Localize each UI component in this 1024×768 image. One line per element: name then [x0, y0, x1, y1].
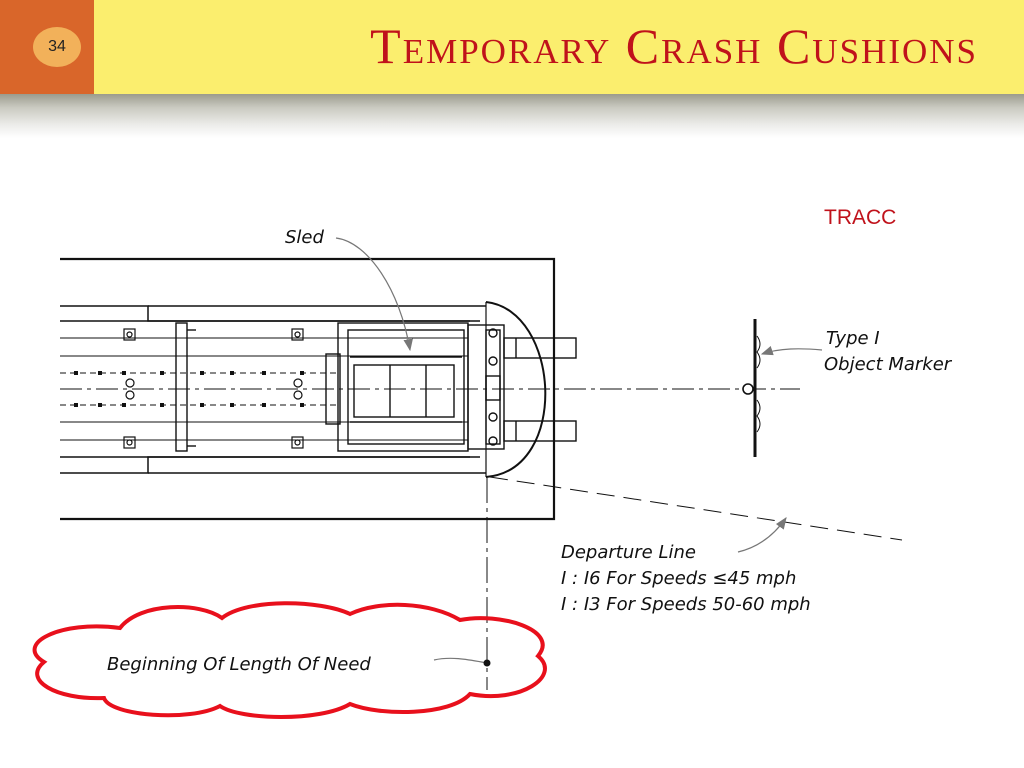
sled-leader: [335, 237, 413, 352]
cushion-body: [60, 301, 547, 478]
object-marker-label-line1: Type I: [826, 328, 880, 349]
object-marker: [742, 319, 761, 457]
outer-boundary: [60, 257, 556, 521]
cross-member: [175, 322, 196, 452]
object-marker-label-line2: Object Marker: [824, 354, 953, 375]
length-of-need-leader: [433, 657, 488, 664]
object-marker-leader: [760, 346, 823, 356]
slide-title: Temporary Crash Cushions: [370, 18, 978, 74]
departure-ratio-45: I : I6 For Speeds ≤45 mph: [561, 568, 796, 589]
departure-ratio-50-60: I : I3 For Speeds 50-60 mph: [561, 594, 811, 615]
length-of-need-point: [483, 659, 491, 667]
departure-leader: [737, 517, 787, 553]
rails: [60, 337, 468, 441]
anchor-plates: [123, 328, 304, 449]
slide-number-tab: 34: [0, 0, 94, 94]
nose-assembly: [467, 324, 577, 450]
length-of-need-cloud: [32, 601, 547, 719]
sled-label: Sled: [285, 227, 325, 248]
system-label: TRACC: [824, 206, 897, 229]
rail-bolts: [74, 371, 304, 407]
sled: [325, 322, 469, 452]
length-of-need-label: Beginning Of Length Of Need: [107, 654, 371, 675]
header-shadow: [0, 94, 1024, 138]
slide-header: 34 Temporary Crash Cushions: [0, 0, 1024, 94]
departure-line-label: Departure Line: [561, 542, 696, 563]
slide-number: 34: [33, 27, 81, 67]
departure-line: [489, 476, 903, 541]
